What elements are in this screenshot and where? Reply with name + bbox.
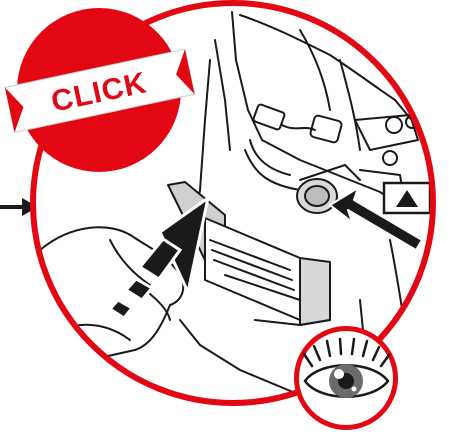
triangle-up-icon (384, 183, 430, 213)
eye-icon (294, 326, 398, 430)
